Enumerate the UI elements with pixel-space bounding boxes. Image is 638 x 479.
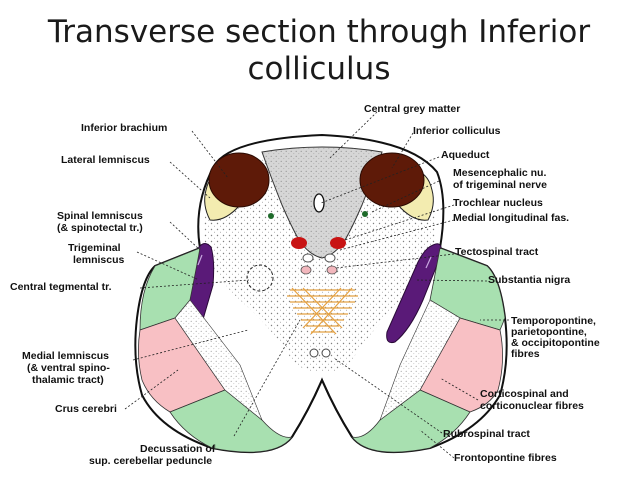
label-decussation-2: sup. cerebellar peduncle — [89, 455, 212, 467]
label-mlf: Medial longitudinal fas. — [453, 212, 569, 224]
label-trigeminal-2: lemniscus — [73, 254, 125, 266]
crus-left-white-texture — [175, 300, 262, 420]
title-line-2: colliculus — [247, 51, 391, 87]
label-central-tegmental: Central tegmental tr. — [10, 281, 112, 293]
label-corticospinal-2: corticonuclear fibres — [480, 400, 584, 412]
label-temporopontine-2: parietopontine, — [511, 326, 587, 338]
inferior-colliculus-right — [359, 152, 425, 208]
label-mesencephalic-1: Mesencephalic nu. — [453, 167, 546, 179]
tectospinal-left-lower — [300, 265, 312, 275]
label-temporopontine-4: fibres — [511, 348, 540, 360]
label-spinal-lemniscus-2: (& spinotectal tr.) — [57, 222, 143, 234]
label-spinal-lemniscus-1: Spinal lemniscus — [57, 210, 143, 222]
decussation-sup-cerebellar-peduncle — [287, 287, 358, 335]
tectospinal-left-upper — [302, 253, 314, 263]
rubrospinal-tract-right — [321, 348, 331, 358]
label-frontopontine: Frontopontine fibres — [454, 452, 557, 464]
crus-right-frontopontine — [350, 389, 471, 453]
leader-lines — [124, 111, 509, 459]
inferior-colliculus-left — [208, 152, 270, 208]
rubrospinal-tract-left — [309, 348, 319, 358]
label-medial-lemniscus-2: (& ventral spino- — [27, 362, 110, 374]
label-temporopontine-1: Temporopontine, — [511, 315, 596, 327]
tectospinal-right-upper — [324, 253, 336, 263]
mesencephalic-nucleus-right — [362, 211, 368, 217]
mesencephalic-nucleus-left — [268, 213, 274, 219]
tectospinal-right-lower — [326, 265, 338, 275]
label-mesencephalic-2: of trigeminal nerve — [453, 179, 547, 191]
label-medial-lemniscus-3: thalamic tract) — [32, 374, 104, 386]
trochlear-nucleus-right — [330, 237, 346, 249]
crus-left-frontopontine — [169, 389, 294, 453]
title-line-1: Transverse section through Inferior — [47, 14, 591, 50]
label-medial-lemniscus-1: Medial lemniscus — [22, 350, 109, 362]
label-corticospinal-1: Corticospinal and — [480, 388, 569, 400]
slide-title: Transverse section through Inferior coll… — [0, 14, 638, 88]
crus-right-white-texture — [380, 300, 460, 420]
label-trochlear: Trochlear nucleus — [453, 197, 543, 209]
label-aqueduct: Aqueduct — [441, 149, 490, 161]
substantia-nigra-right-streak — [425, 256, 432, 269]
trochlear-nucleus-left — [291, 237, 307, 249]
crus-right-corticospinal — [419, 317, 503, 413]
label-crus-cerebri: Crus cerebri — [55, 403, 117, 415]
substantia-nigra-left-streak — [197, 254, 203, 266]
label-trigeminal-1: Trigeminal — [68, 242, 121, 254]
label-substantia-nigra: Substantia nigra — [488, 274, 570, 286]
label-temporopontine-3: & occipitopontine — [511, 337, 600, 349]
label-lateral-lemniscus: Lateral lemniscus — [61, 154, 150, 166]
label-inferior-brachium: Inferior brachium — [81, 122, 167, 134]
central-tegmental-tract — [246, 264, 274, 292]
label-tectospinal: Tectospinal tract — [455, 246, 539, 258]
label-central-grey: Central grey matter — [364, 103, 460, 115]
label-rubrospinal: Rubrospinal tract — [443, 428, 530, 440]
label-decussation-1: Decussation of — [140, 443, 216, 455]
interpeduncular-notch — [291, 377, 353, 438]
label-inferior-colliculus: Inferior colliculus — [413, 125, 501, 137]
aqueduct — [313, 193, 325, 213]
